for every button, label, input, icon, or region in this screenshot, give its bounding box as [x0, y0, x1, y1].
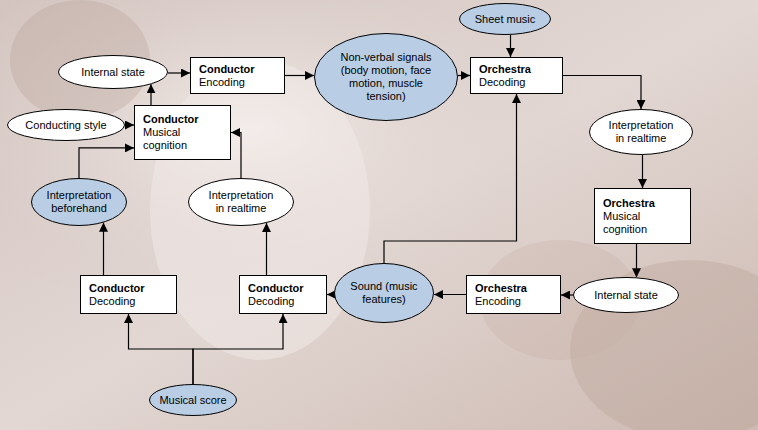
- ellipse-node: Interpretation beforehand: [31, 178, 127, 226]
- flow-arrow: [125, 124, 134, 125]
- ellipse-shape: [590, 110, 693, 155]
- flow-arrow: [563, 76, 641, 110]
- node-label: Sheet music: [475, 13, 536, 26]
- ellipse-node: Internal state: [58, 55, 168, 89]
- flow-arrow: [193, 314, 283, 384]
- process-box: ConductorMusical cognition: [134, 105, 231, 160]
- node-label: Interpretation beforehand: [42, 189, 116, 215]
- agent-heading: Orchestra: [475, 282, 527, 295]
- flow-arrow: [285, 75, 314, 76]
- node-label: Interpretation in realtime: [604, 119, 678, 145]
- agent-heading: Conductor: [248, 282, 304, 295]
- ellipse-shape: [189, 179, 294, 226]
- ellipse-shape: [59, 56, 168, 89]
- node-label: Internal state: [594, 289, 658, 302]
- ellipse-node: Conducting style: [7, 109, 125, 141]
- process-box: ConductorEncoding: [190, 57, 285, 94]
- ellipse-node: Interpretation in realtime: [188, 178, 294, 226]
- agent-heading: Conductor: [143, 113, 199, 126]
- flow-arrow: [168, 72, 190, 73]
- flow-arrow: [434, 294, 466, 295]
- ellipse-shape: [460, 4, 551, 35]
- flow-arrow: [636, 244, 637, 277]
- node-label: Musical score: [159, 394, 226, 407]
- flow-arrow: [79, 148, 134, 178]
- ellipse-shape: [150, 385, 237, 416]
- node-label: Musical cognition: [143, 126, 222, 152]
- flow-arrow: [510, 35, 511, 57]
- node-label: Interpretation in realtime: [204, 189, 278, 215]
- flow-arrow: [327, 294, 334, 295]
- flow-arrow: [129, 314, 194, 384]
- node-label: Encoding: [475, 295, 521, 308]
- flow-arrow: [231, 133, 241, 179]
- ellipse-node: Non-verbal signals (body motion, face mo…: [314, 33, 458, 121]
- flow-arrow: [150, 84, 151, 105]
- ellipse-node: Musical score: [149, 384, 237, 416]
- flow-arrow: [642, 155, 643, 188]
- ellipse-shape: [315, 34, 458, 121]
- node-label: Conducting style: [25, 119, 106, 132]
- process-box: OrchestraDecoding: [470, 57, 563, 94]
- flow-arrow: [266, 223, 267, 275]
- node-label: Decoding: [479, 76, 525, 89]
- ellipse-shape: [32, 179, 127, 226]
- agent-heading: Conductor: [89, 282, 145, 295]
- agent-heading: Conductor: [199, 63, 255, 76]
- node-label: Decoding: [89, 295, 135, 308]
- node-label: Sound (music features): [344, 280, 424, 306]
- ellipse-shape: [574, 278, 679, 313]
- flow-arrow: [458, 75, 470, 76]
- ellipse-shape: [335, 264, 434, 323]
- ellipse-node: Sheet music: [459, 3, 551, 35]
- process-box: ConductorDecoding: [80, 275, 177, 314]
- flow-arrow: [561, 294, 573, 295]
- process-box: OrchestraEncoding: [466, 275, 561, 314]
- ellipse-node: Sound (music features): [334, 263, 434, 323]
- process-box: OrchestraMusical cognition: [594, 188, 691, 244]
- node-label: Decoding: [248, 295, 294, 308]
- agent-heading: Orchestra: [479, 63, 531, 76]
- flow-arrow: [103, 223, 104, 275]
- node-label: Encoding: [199, 76, 245, 89]
- process-box: ConductorDecoding: [239, 275, 327, 314]
- ellipse-node: Interpretation in realtime: [589, 109, 693, 155]
- node-label: Non-verbal signals (body motion, face mo…: [336, 51, 436, 103]
- node-label: Musical cognition: [603, 210, 682, 236]
- ellipse-shape: [8, 110, 125, 141]
- node-label: Internal state: [81, 66, 145, 79]
- agent-heading: Orchestra: [603, 197, 655, 210]
- ellipse-node: Internal state: [573, 277, 679, 313]
